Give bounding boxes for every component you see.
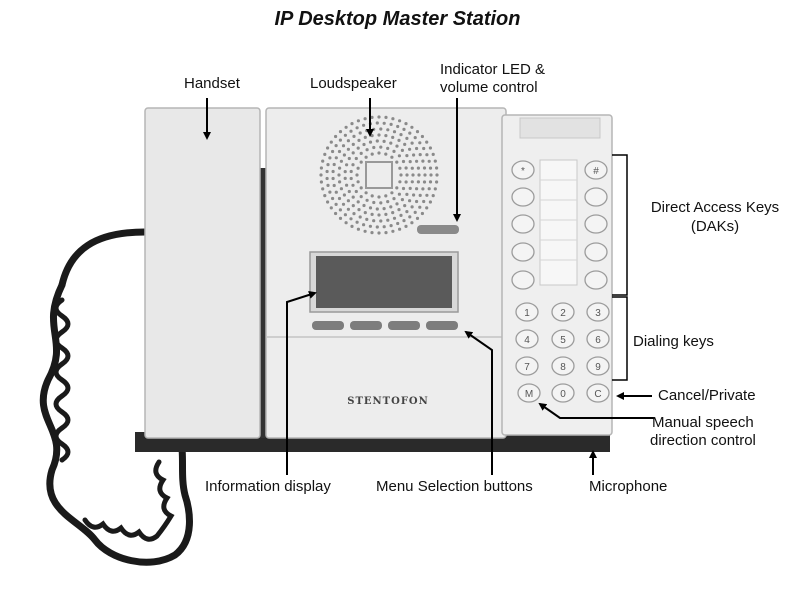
label-manual-line1: Manual speech xyxy=(652,414,754,431)
dial-key-0[interactable]: 0 xyxy=(551,383,575,403)
speaker-grille xyxy=(319,115,439,235)
dial-key-6[interactable]: 6 xyxy=(586,329,610,349)
dak-label-strip xyxy=(539,159,578,286)
label-handset: Handset xyxy=(184,75,240,92)
dak-left-1[interactable]: * xyxy=(511,160,535,180)
dial-key-7[interactable]: 7 xyxy=(515,356,539,376)
dak-left-4[interactable] xyxy=(511,242,535,262)
dak-left-3[interactable] xyxy=(511,214,535,234)
dial-key-3[interactable]: 3 xyxy=(586,302,610,322)
dak-left-1-label: * xyxy=(521,166,525,177)
handset-cord xyxy=(39,228,193,566)
cancel-private-key-label: C xyxy=(594,389,601,400)
label-information-display: Information display xyxy=(205,478,331,495)
dak-right-1-label: # xyxy=(593,166,599,177)
handset-body xyxy=(144,107,261,439)
dak-left-5[interactable] xyxy=(511,270,535,290)
dak-right-2[interactable] xyxy=(584,187,608,207)
cancel-private-key[interactable]: C xyxy=(586,383,610,403)
label-loudspeaker: Loudspeaker xyxy=(310,75,397,92)
dial-key-5[interactable]: 5 xyxy=(551,329,575,349)
dial-key-6-label: 6 xyxy=(595,335,601,346)
dial-key-4-label: 4 xyxy=(524,335,530,346)
manual-speech-key[interactable]: M xyxy=(517,383,541,403)
dak-right-1[interactable]: # xyxy=(584,160,608,180)
dial-key-1[interactable]: 1 xyxy=(515,302,539,322)
dial-key-9[interactable]: 9 xyxy=(586,356,610,376)
dial-key-0-label: 0 xyxy=(560,389,566,400)
label-daks-line1: Direct Access Keys xyxy=(650,199,780,216)
dak-right-3[interactable] xyxy=(584,214,608,234)
label-daks-line2: (DAKs) xyxy=(690,218,740,235)
information-display xyxy=(316,256,452,308)
dial-key-2[interactable]: 2 xyxy=(551,302,575,322)
dak-left-2[interactable] xyxy=(511,187,535,207)
dial-key-3-label: 3 xyxy=(595,308,601,319)
dial-key-5-label: 5 xyxy=(560,335,566,346)
label-cancel-private: Cancel/Private xyxy=(658,387,756,404)
label-manual-line2: direction control xyxy=(650,432,756,449)
manual-speech-key-label: M xyxy=(525,389,533,400)
dial-key-8[interactable]: 8 xyxy=(551,356,575,376)
dial-key-7-label: 7 xyxy=(524,362,530,373)
dial-key-8-label: 8 xyxy=(560,362,566,373)
dak-right-5[interactable] xyxy=(584,270,608,290)
dial-key-9-label: 9 xyxy=(595,362,601,373)
label-menu-buttons: Menu Selection buttons xyxy=(376,478,533,495)
indicator-led-bar xyxy=(417,225,459,234)
label-dialing-keys: Dialing keys xyxy=(633,333,714,350)
brand-label: STENTOFON xyxy=(347,396,429,407)
dak-right-4[interactable] xyxy=(584,242,608,262)
menu-selection-buttons xyxy=(312,321,458,330)
label-indicator-line2: volume control xyxy=(440,79,538,96)
label-microphone: Microphone xyxy=(589,478,668,495)
label-indicator-line1: Indicator LED & xyxy=(440,61,546,78)
dial-key-2-label: 2 xyxy=(560,308,566,319)
dial-key-4[interactable]: 4 xyxy=(515,329,539,349)
diagram-title: IP Desktop Master Station xyxy=(274,8,521,30)
dial-key-1-label: 1 xyxy=(524,308,530,319)
